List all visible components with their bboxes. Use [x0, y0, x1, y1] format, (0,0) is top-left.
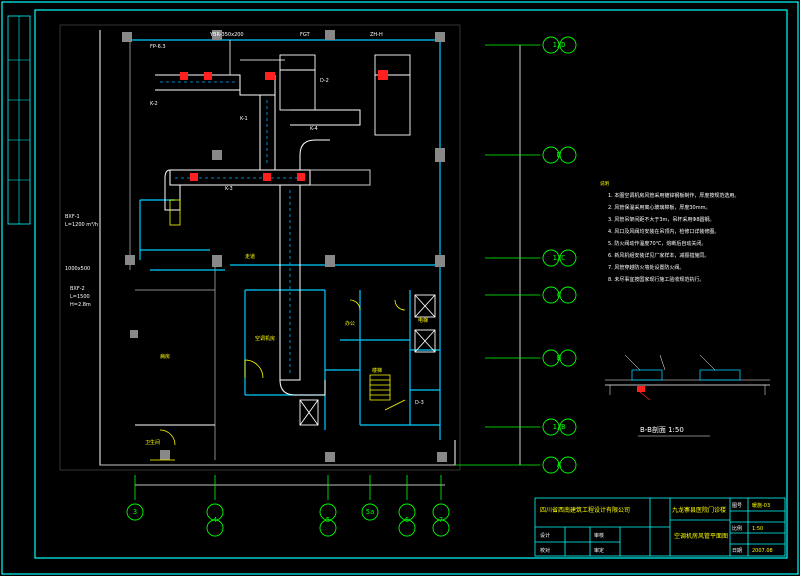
col-bubble-label-3: 5 [326, 516, 330, 524]
company-name: 四川省西南建筑工程设计有限公司 [540, 506, 630, 514]
col-bubble-label-5: 6 [405, 516, 409, 524]
row-axis [455, 44, 540, 466]
row-bubble-label-2: D [557, 151, 561, 159]
col-bubble: 6 [398, 503, 416, 537]
svg-text:1000x500: 1000x500 [65, 266, 90, 272]
svg-text:K-4: K-4 [310, 126, 318, 132]
svg-text:K-2: K-2 [150, 101, 158, 107]
binding-strip [7, 15, 31, 225]
room-label-r1: 空调机房 [255, 335, 275, 342]
row-bubble: D [542, 146, 577, 164]
column-bubbles: 3 4 5 5a 6 7 [126, 503, 450, 537]
svg-text:BXF-2: BXF-2 [70, 286, 85, 292]
tb-approved: 审核 [594, 532, 604, 539]
section-detail: B-B剖面 1:50 [605, 354, 770, 437]
row-bubble-label-1: 1/D [553, 41, 566, 49]
title-block [534, 497, 786, 557]
row-bubble-label-3: 1/C [553, 254, 566, 262]
col-bubble: 3 [126, 503, 144, 521]
tb-date: 2007.08 [752, 548, 773, 554]
svg-text:D-3: D-3 [415, 400, 424, 406]
room-label-r7: 电梯 [418, 317, 428, 324]
columns [122, 30, 447, 462]
row-bubble-label-7: A [557, 461, 562, 469]
room-label-r4: 办公 [345, 320, 355, 327]
notes: 说明 1. 本图空调机房风管采用镀锌钢板制作，厚度按规范选用。 2. 风管保温采… [600, 180, 739, 283]
col-bubble-label-2: 4 [213, 516, 217, 524]
tb-checked: 校对 [540, 547, 550, 554]
note-3: 3. 风管吊架间距不大于3m，吊杆采用Φ8圆钢。 [608, 216, 715, 223]
room-label-r2: 走道 [245, 253, 255, 260]
svg-text:K-3: K-3 [225, 186, 233, 192]
row-bubble-label-5: B [557, 354, 561, 362]
svg-text:BXF-1: BXF-1 [65, 214, 80, 220]
tb-drawing-label: 图号 [732, 503, 742, 509]
svg-text:L=1200 m³/h: L=1200 m³/h [65, 222, 98, 228]
notes-title: 说明 [600, 180, 609, 187]
col-bubble-label-1: 3 [133, 508, 137, 516]
title-block-text: 四川省西南建筑工程设计有限公司 九龙寨县医院门诊楼 空调机房风管平面图 设计 校… [540, 502, 773, 554]
note-1: 1. 本图空调机房风管采用镀锌钢板制作，厚度按规范选用。 [608, 192, 739, 199]
svg-text:FP-6.3: FP-6.3 [150, 44, 166, 50]
row-bubble: A [542, 456, 577, 474]
doors [150, 199, 406, 461]
col-bubble-label-6: 7 [439, 516, 443, 524]
svg-text:YBR-350x200: YBR-350x200 [209, 32, 244, 38]
tb-designed: 设计 [540, 532, 550, 539]
note-5: 5. 防火阀动作温度70℃，熔断后自动关闭。 [608, 240, 706, 247]
tb-audit: 审定 [594, 547, 604, 554]
svg-text:ZH-H: ZH-H [370, 32, 383, 38]
air-handling-units [279, 54, 436, 426]
note-7: 7. 风管穿越防火墙处设置防火阀。 [608, 264, 684, 271]
tb-scale: 1:50 [752, 526, 763, 532]
row-bubble: B [542, 349, 577, 367]
room-label-r3: 病房 [160, 353, 170, 360]
room-label-r5: 卫生间 [145, 439, 160, 446]
svg-text:L=1500: L=1500 [70, 294, 90, 300]
col-bubble: 5 [319, 503, 337, 537]
svg-text:D-2: D-2 [320, 78, 329, 84]
col-bubble-label-4: 5a [366, 508, 374, 516]
svg-text:FGT: FGT [300, 32, 311, 38]
row-bubble: C [542, 286, 577, 304]
ductwork [155, 40, 371, 396]
col-bubble: 7 [432, 503, 450, 537]
column-axis [134, 475, 445, 500]
row-bubble-label-6: 1/B [553, 423, 566, 431]
drawing-title: 空调机房风管平面图 [674, 532, 728, 540]
project-name: 九龙寨县医院门诊楼 [672, 506, 726, 514]
row-bubble-label-4: C [557, 291, 561, 299]
row-bubble: 1/D [542, 36, 577, 54]
section-title: B-B剖面 1:50 [640, 425, 684, 434]
svg-text:K-1: K-1 [240, 116, 248, 122]
fire-dampers [180, 70, 645, 392]
room-labels: 空调机房 走道 病房 办公 卫生间 楼梯 电梯 [145, 253, 428, 446]
room-label-r6: 楼梯 [372, 367, 382, 374]
row-bubbles: 1/D D 1/C C B 1/B A [542, 36, 577, 474]
duct-hatch [160, 81, 305, 375]
col-bubble: 4 [206, 503, 224, 537]
col-bubble: 5a [361, 503, 379, 521]
tb-drawing-no: 暖施-03 [752, 502, 770, 509]
note-8: 8. 未尽事宜按国家现行施工验收规范执行。 [608, 276, 704, 283]
note-4: 4. 风口及风阀均安装在吊顶内，检修口详装修图。 [608, 228, 719, 235]
inner-frame [34, 9, 788, 559]
note-2: 2. 风管保温采用离心玻璃棉板，厚度30mm。 [608, 204, 710, 211]
note-6: 6. 新风机组安装详见厂家样本，减振措施同。 [608, 252, 709, 259]
row-bubble: 1/B [542, 418, 577, 436]
building-walls [59, 24, 461, 471]
svg-text:H=2.8m: H=2.8m [70, 302, 91, 308]
row-bubble: 1/C [542, 249, 577, 267]
tb-date-label: 日期 [732, 548, 742, 554]
annotations: FP-6.3 YBR-350x200 FGT ZH-H D-2 K-1 K-2 … [65, 32, 424, 406]
tb-scale-label: 比例 [732, 525, 742, 532]
